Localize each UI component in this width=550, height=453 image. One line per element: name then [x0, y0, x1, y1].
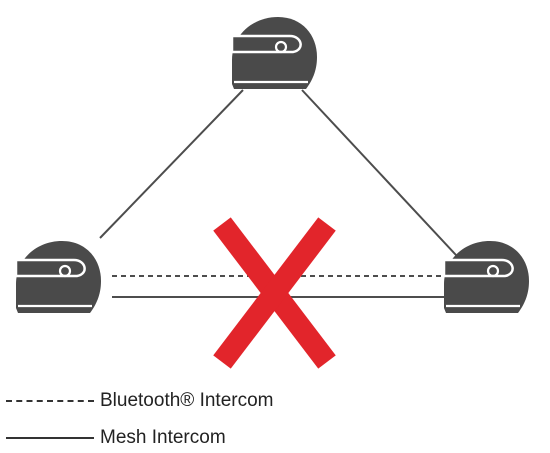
- left-helmet-icon: [14, 239, 103, 315]
- bluetooth-intercom-label: Bluetooth® Intercom: [100, 390, 274, 411]
- x-mark-icon: [213, 217, 336, 369]
- intercom-diagram: [14, 15, 531, 369]
- solid-line-swatch: [6, 437, 94, 439]
- mesh-intercom-label: Mesh Intercom: [100, 427, 226, 448]
- mesh-link-left-top: [99, 89, 244, 239]
- dashed-line-swatch: [6, 400, 94, 402]
- mesh-link-top-right: [301, 89, 457, 256]
- right-helmet-icon: [442, 239, 531, 315]
- legend-bluetooth: Bluetooth® Intercom: [6, 389, 273, 413]
- top-helmet-icon: [230, 15, 319, 91]
- legend-mesh: Mesh Intercom: [6, 426, 226, 450]
